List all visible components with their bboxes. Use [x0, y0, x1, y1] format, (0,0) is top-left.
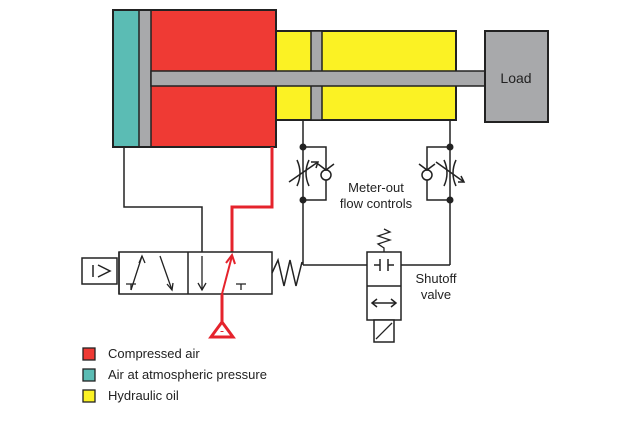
legend-label-atmospheric-air: Air at atmospheric pressure [108, 367, 267, 382]
legend-swatch-hydraulic-oil [82, 389, 96, 403]
air-piston [139, 10, 151, 147]
meter-out-label-line2: flow controls [340, 196, 413, 211]
legend-label-hydraulic-oil: Hydraulic oil [108, 388, 179, 403]
left-flow-control [288, 159, 335, 187]
right-flow-control [418, 159, 466, 187]
load-block: Load [484, 30, 549, 123]
solenoid-arrow-icon [97, 264, 112, 278]
shutoff-valve [366, 228, 402, 343]
directional-valve [81, 251, 303, 295]
legend: Compressed air Air at atmospheric pressu… [82, 346, 267, 403]
shutoff-label-line1: Shutoff [416, 271, 457, 286]
air-supply-symbol [208, 319, 236, 339]
meter-out-label-line1: Meter-out [348, 180, 404, 195]
return-spring [271, 257, 303, 287]
legend-swatch-atmospheric-air [82, 368, 96, 382]
piston-rod [150, 70, 486, 87]
atmospheric-air-chamber [113, 10, 139, 147]
load-label: Load [500, 70, 531, 86]
shutoff-label-line2: valve [421, 287, 451, 302]
junction-dots [299, 143, 454, 204]
compressed-air-line [230, 147, 274, 252]
legend-swatch-compressed-air [82, 347, 96, 361]
exhaust-line [123, 147, 203, 252]
legend-label-compressed-air: Compressed air [108, 346, 200, 361]
solenoid-actuator [81, 257, 118, 285]
shutoff-spring [375, 228, 393, 252]
